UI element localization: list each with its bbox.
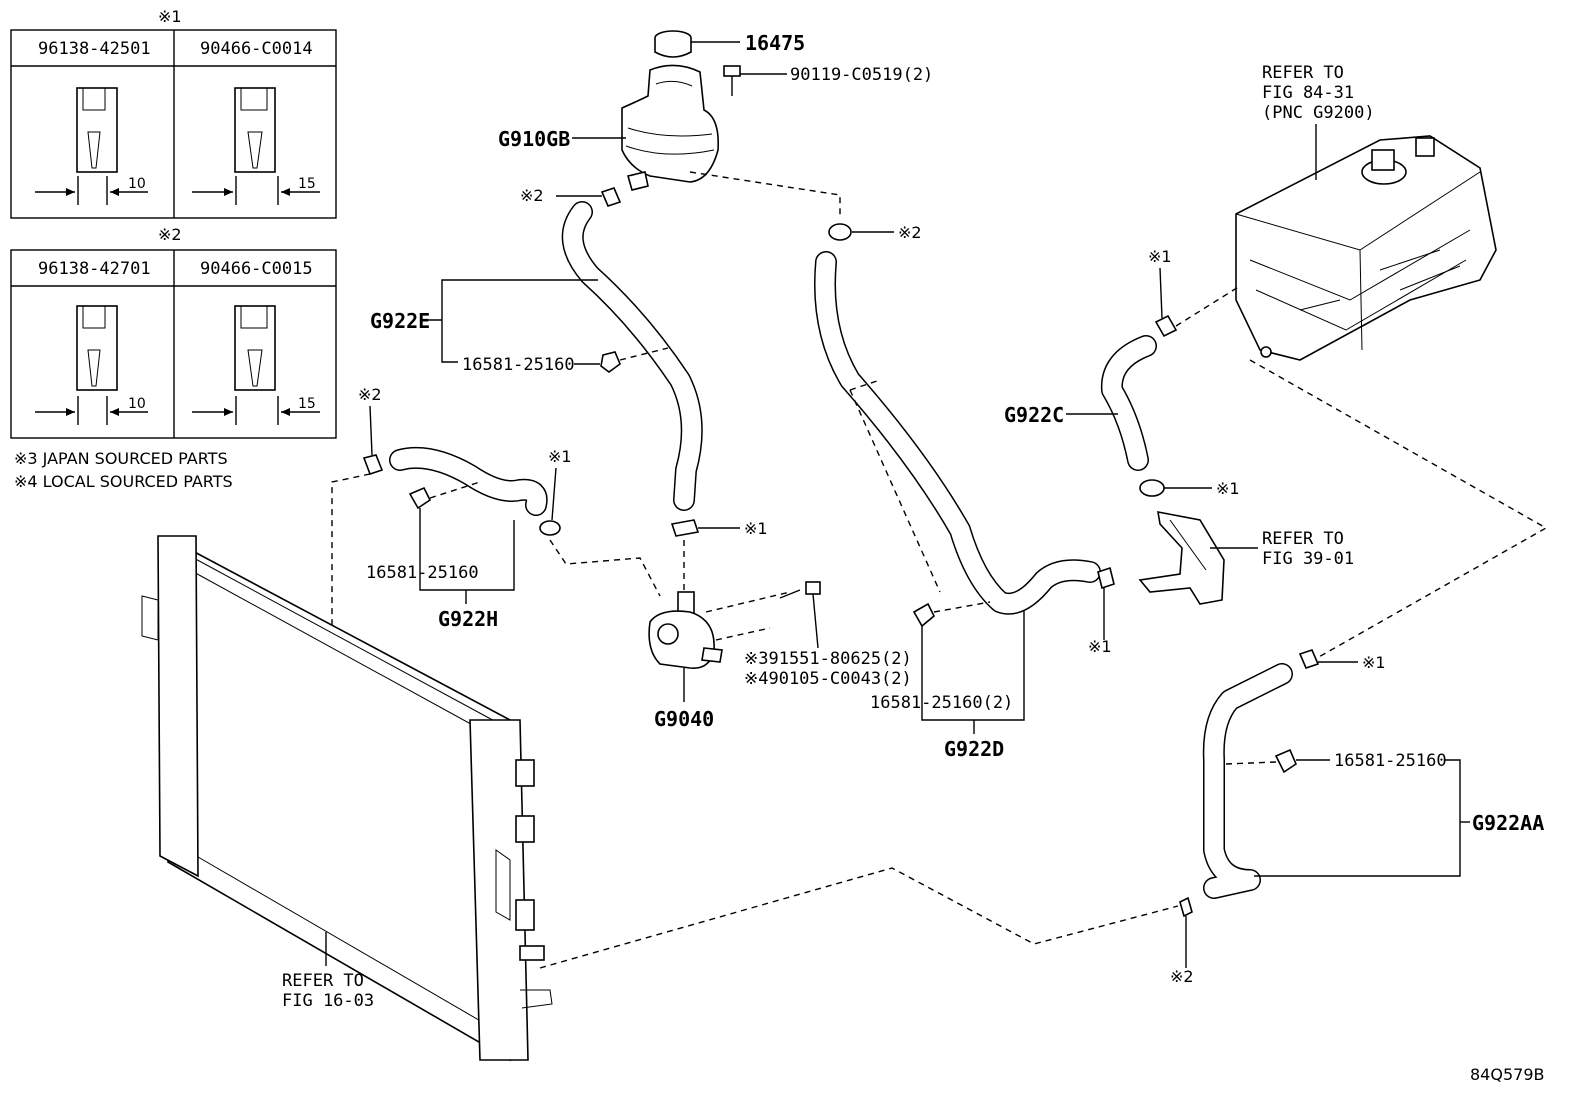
note-local-sourced: ※4 LOCAL SOURCED PARTS <box>14 472 233 491</box>
clamp-icon <box>828 223 894 241</box>
label-clamp1-h: ※1 <box>548 447 572 466</box>
clamp-small-icon <box>76 87 118 173</box>
legend-box-1-marker: ※1 <box>158 7 182 26</box>
label-clip-aa: 16581-25160 <box>1334 751 1447 771</box>
label-clip-h: 16581-25160 <box>366 563 479 583</box>
label-clip-e: 16581-25160 <box>462 355 575 375</box>
label-clamp2-top-left: ※2 <box>520 186 544 205</box>
radiator <box>141 535 553 1062</box>
legend-box-1-left-part: 96138-42501 <box>38 39 151 59</box>
label-clamp1-d: ※1 <box>1088 637 1112 656</box>
ref-radiator-line2: FIG 16-03 <box>282 991 374 1011</box>
clamp-icon <box>1179 896 1193 918</box>
hose-g922aa <box>1202 663 1293 899</box>
inverter-assembly <box>1235 135 1497 361</box>
ref-radiator-line1: REFER TO <box>282 971 364 991</box>
label-hose-c: G922C <box>1004 403 1064 427</box>
clamp-large-icon <box>234 305 276 391</box>
clip-icon <box>408 486 432 510</box>
clip-icon <box>1274 748 1297 774</box>
clamp-icon <box>362 454 384 476</box>
clamp-small-icon <box>76 305 118 391</box>
figure-id: 84Q579B <box>1470 1065 1544 1084</box>
ref-inverter-line2: FIG 84-31 <box>1262 83 1354 103</box>
legend-box-1-left-dim: 10 <box>128 176 146 192</box>
label-tank-bolt: 90119-C0519(2) <box>790 65 933 85</box>
label-clamp1-pump: ※1 <box>744 519 768 538</box>
water-pump <box>648 591 723 669</box>
ref-pipe-line2: FIG 39-01 <box>1262 549 1354 569</box>
clamp-icon <box>1154 314 1178 338</box>
cooling-pipe <box>1138 510 1225 605</box>
label-clamp2-h: ※2 <box>358 385 382 404</box>
clamp-large-icon <box>234 87 276 173</box>
clamp-icon <box>1097 566 1115 590</box>
label-hose-d: G922D <box>944 737 1004 761</box>
label-cap: 16475 <box>745 31 805 55</box>
label-hose-e: G922E <box>370 309 430 333</box>
clamp-icon <box>556 187 622 207</box>
hose-g922d <box>814 251 1101 615</box>
clip-icon <box>600 351 621 373</box>
clamp-icon <box>670 519 700 537</box>
legend-box-2-left-dim: 10 <box>128 396 146 412</box>
hose-g922e <box>561 201 703 511</box>
label-tank: G910GB <box>498 127 570 151</box>
reservoir-tank <box>621 64 720 191</box>
legend-box-2-marker: ※2 <box>158 225 182 244</box>
label-clamp2-top-mid: ※2 <box>898 223 922 242</box>
note-japan-sourced: ※3 JAPAN SOURCED PARTS <box>14 449 228 468</box>
ref-pipe-line1: REFER TO <box>1262 529 1344 549</box>
hose-g922c <box>1100 335 1157 471</box>
legend-box-1-right-part: 90466-C0014 <box>200 39 313 59</box>
clamp-icon <box>539 520 561 536</box>
legend-box-1: ※1 96138-42501 90466-C0014 10 15 <box>10 7 337 219</box>
ref-inverter-line3: (PNC G9200) <box>1262 103 1375 123</box>
legend-box-2-right-part: 90466-C0015 <box>200 259 313 279</box>
ref-inverter-line1: REFER TO <box>1262 63 1344 83</box>
label-pump-bolt-local: ※490105-C0043(2) <box>744 669 912 689</box>
clamp-icon <box>1298 649 1320 669</box>
label-clamp1-aa-top: ※1 <box>1362 653 1386 672</box>
label-clip-d: 16581-25160(2) <box>870 693 1013 713</box>
label-pump: G9040 <box>654 707 714 731</box>
legend-box-2-right-dim: 15 <box>298 396 316 412</box>
legend-box-2: ※2 96138-42701 90466-C0015 10 15 <box>10 225 337 439</box>
label-hose-h: G922H <box>438 607 498 631</box>
label-hose-aa: G922AA <box>1472 811 1544 835</box>
clip-icon <box>912 602 935 628</box>
pump-bolt <box>779 581 821 649</box>
reservoir-cap <box>654 30 740 58</box>
label-clamp1-c-bottom: ※1 <box>1216 479 1240 498</box>
legend-box-2-left-part: 96138-42701 <box>38 259 151 279</box>
hose-g922h <box>389 446 548 516</box>
label-clamp2-bottom: ※2 <box>1170 967 1194 986</box>
tank-bolt <box>723 65 787 96</box>
label-clamp1-inv: ※1 <box>1148 247 1172 266</box>
clamp-icon <box>1139 479 1165 497</box>
label-pump-bolt-jp: ※391551-80625(2) <box>744 649 912 669</box>
legend-box-1-right-dim: 15 <box>298 176 316 192</box>
